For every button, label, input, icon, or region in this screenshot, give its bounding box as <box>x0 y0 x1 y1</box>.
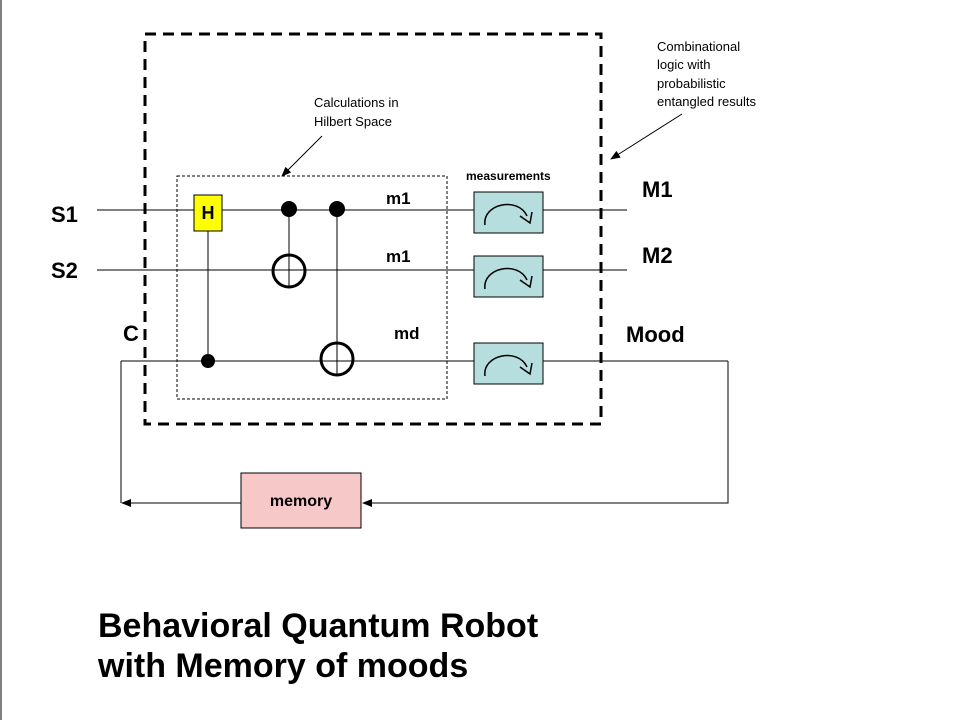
output-label-m2: M2 <box>642 243 673 268</box>
memory-box <box>240 472 362 529</box>
combinational-annotation-line-3: probabilistic <box>657 76 726 91</box>
hilbert-annotation-arrow <box>281 135 323 177</box>
combinational-annotation-line-2: logic with <box>657 57 710 72</box>
input-label-s2: S2 <box>51 258 78 283</box>
hilbert-space-box <box>176 175 448 400</box>
cnot1-control-dot <box>281 201 297 217</box>
hilbert-annotation-line-1: Calculations in <box>314 95 399 110</box>
cnot1-target <box>271 253 307 289</box>
cnot2-control-dot <box>329 201 345 217</box>
hilbert-annotation-line-2: Hilbert Space <box>314 114 392 129</box>
measurement-box-2 <box>473 255 544 298</box>
feedback-line-right <box>362 361 729 507</box>
diagram-title-line-1: Behavioral Quantum Robot <box>98 607 538 645</box>
output-label-m1: M1 <box>642 177 673 202</box>
measurement-arrow-icon <box>484 203 528 226</box>
output-label-mood: Mood <box>626 322 685 347</box>
combinational-logic-box <box>143 32 603 426</box>
diagram-title-line-2: with Memory of moods <box>97 647 468 685</box>
combinational-annotation-line-1: Combinational <box>657 39 740 54</box>
h-control-dot <box>201 354 215 368</box>
measurement-box-3 <box>473 342 544 385</box>
hadamard-gate-label: H <box>202 203 215 223</box>
wire-label-bottom: md <box>394 324 420 343</box>
combinational-annotation-line-4: entangled results <box>657 94 757 109</box>
input-label-c: C <box>123 321 139 346</box>
measurement-arrow-icon <box>484 267 528 290</box>
cnot2-target <box>319 341 355 377</box>
hadamard-gate <box>193 194 223 232</box>
input-label-s1: S1 <box>51 202 78 227</box>
wire-label-top: m1 <box>386 189 411 208</box>
wire-label-middle: m1 <box>386 247 411 266</box>
measurements-label: measurements <box>466 169 551 183</box>
memory-label: memory <box>270 493 332 510</box>
combinational-annotation-arrow <box>610 113 683 160</box>
measurement-arrow-icon <box>484 354 528 377</box>
measurement-box-1 <box>473 191 544 234</box>
